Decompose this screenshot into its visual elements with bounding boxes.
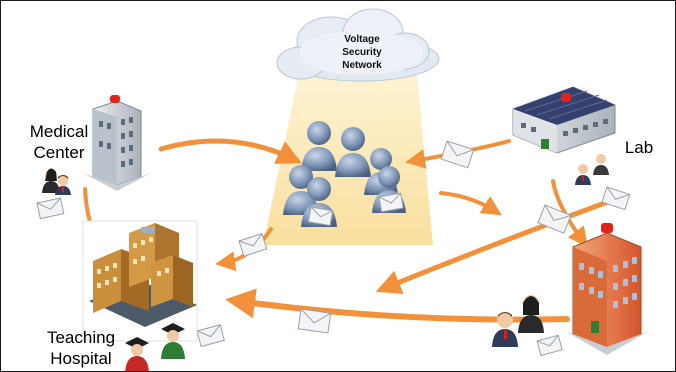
arrow-lab-to-tower — [551, 179, 588, 248]
envelope-icon — [238, 232, 268, 257]
person-icon — [492, 312, 518, 347]
envelope-icon — [378, 192, 404, 213]
medical-center-label: Medical Center — [17, 121, 101, 163]
teaching-hospital-label-line2: Hospital — [50, 349, 112, 368]
envelope-icon — [440, 140, 475, 169]
person-icon — [161, 323, 185, 359]
arrow-medical-to-network — [158, 138, 303, 164]
lab-label: Lab — [624, 138, 654, 157]
envelope-icon — [196, 324, 225, 348]
person-icons — [42, 154, 609, 371]
person-icon — [55, 175, 71, 195]
siren-icon — [110, 95, 120, 103]
person-icon — [593, 154, 609, 175]
envelope-icon — [297, 308, 332, 334]
person-icon — [42, 168, 60, 193]
arrow-network-to-right — [439, 191, 502, 216]
person-icon — [125, 337, 149, 371]
siren-icon — [561, 93, 571, 102]
person-icon — [575, 164, 591, 185]
envelope-icon — [601, 186, 631, 211]
arrow-tower-to-hospital — [225, 288, 570, 323]
teaching-hospital-building-icon — [82, 220, 198, 342]
envelope-icons — [36, 140, 631, 357]
cloud-label-line1: Voltage — [344, 34, 380, 45]
cloud-label-line3: Network — [342, 60, 382, 71]
right-tower-building-icon — [565, 223, 649, 355]
cloud-label: Voltage Security Network — [319, 33, 405, 72]
cloud-icon — [276, 8, 440, 82]
medical-center-building-icon — [83, 95, 151, 191]
medical-center-label-line2: Center — [33, 143, 85, 162]
person-icon — [518, 295, 544, 333]
envelope-icon — [307, 206, 334, 227]
teaching-hospital-label: Teaching Hospital — [35, 327, 127, 369]
lab-building-icon — [512, 86, 616, 154]
teaching-hospital-label-line1: Teaching — [46, 328, 116, 347]
arrow-lab-to-hospital — [375, 194, 624, 294]
cloud-label-line2: Security — [342, 47, 382, 58]
siren-icon — [601, 223, 613, 233]
envelope-icon — [36, 197, 65, 220]
medical-center-label-line1: Medical — [29, 122, 89, 141]
envelope-icon — [536, 334, 563, 357]
envelope-icon — [537, 204, 572, 234]
